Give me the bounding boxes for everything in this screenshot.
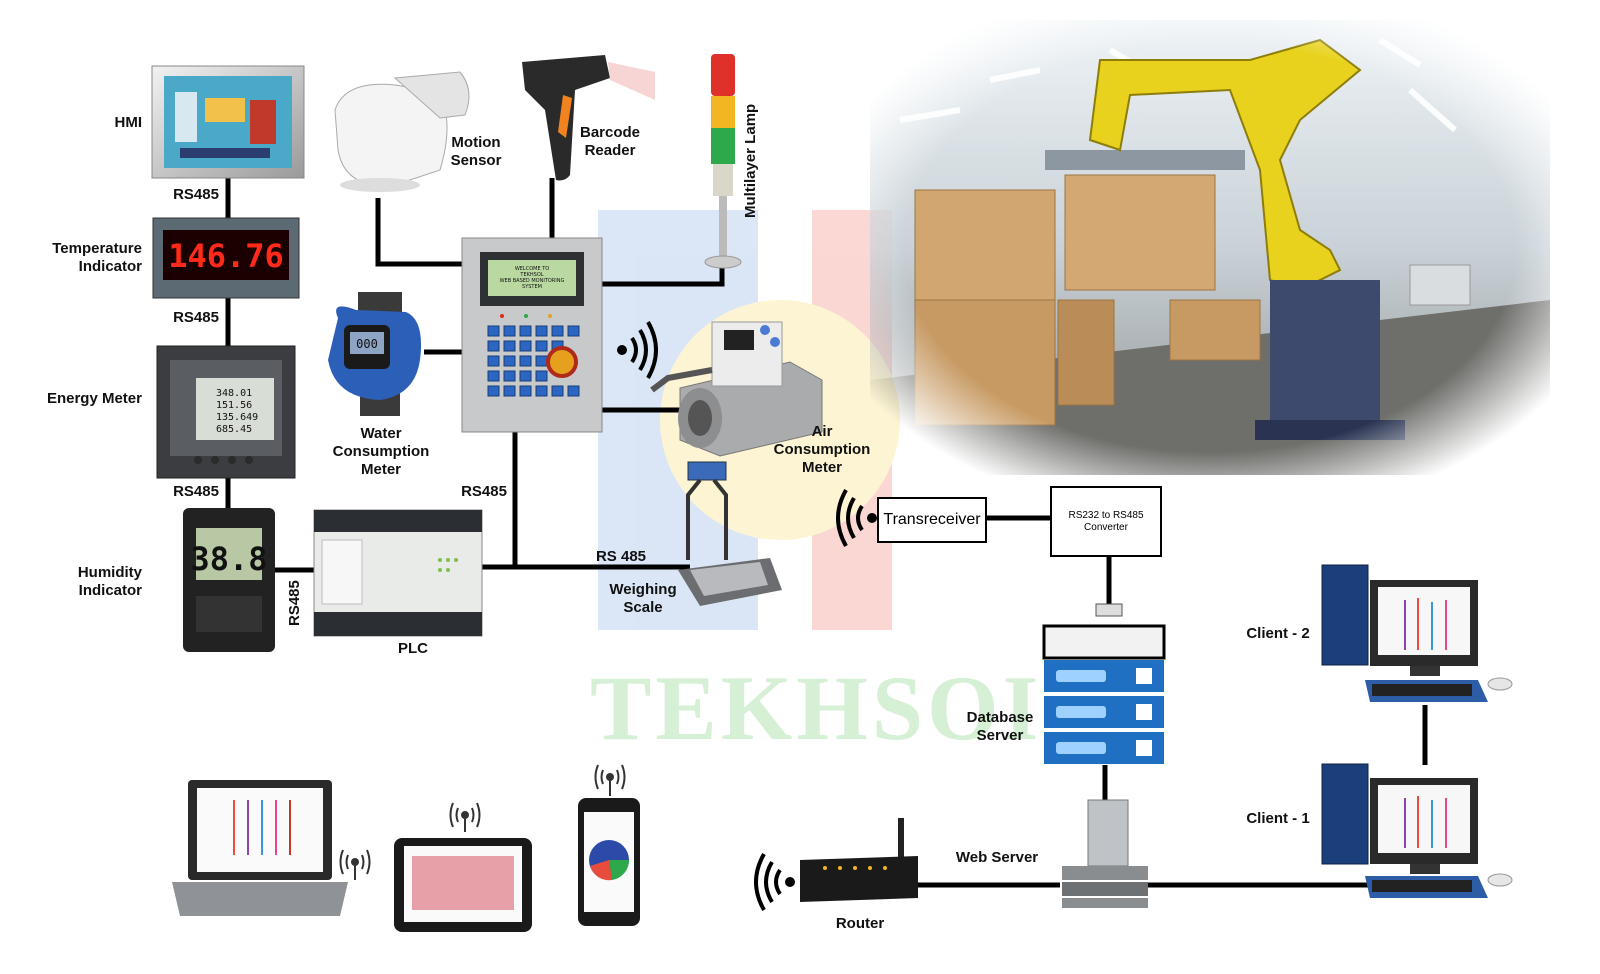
label-rs-485-bus: RS 485	[595, 548, 647, 565]
label-motion-line1: Motion	[451, 134, 501, 151]
mobile-wireless-icons	[339, 764, 626, 880]
label-temperature-line2: Indicator	[78, 258, 142, 275]
plc-device	[313, 509, 483, 637]
router-wireless-icon	[754, 853, 795, 911]
label-water-line1: Water	[360, 425, 402, 442]
label-weighing-line1: Weighing	[609, 581, 677, 598]
converter-line1: RS232 to RS485	[1068, 509, 1144, 521]
humidity-indicator: 38.8	[183, 508, 275, 652]
motion-sensor	[334, 71, 470, 192]
energy-reading-0: 348.01	[216, 388, 252, 399]
air-consumption-meter	[650, 321, 823, 457]
label-rs485-energy: RS485	[173, 483, 219, 500]
label-database-line1: Database	[966, 709, 1034, 726]
watermark-text: TEKHSOI	[590, 657, 1043, 759]
label-humidity-line2: Indicator	[78, 582, 142, 599]
label-web-server: Web Server	[955, 849, 1039, 866]
energy-reading-3: 685.45	[216, 424, 252, 435]
energy-reading-1: 151.56	[216, 400, 252, 411]
temperature-readout: 146.76	[168, 237, 284, 275]
label-barcode-line2: Reader	[584, 142, 636, 159]
controller-screen-line-3: SYSTEM	[522, 284, 542, 290]
label-hmi: HMI	[114, 114, 143, 131]
water-meter-readout: 000	[356, 337, 378, 351]
label-database-line2: Server	[976, 727, 1024, 744]
laptop-device	[172, 780, 348, 916]
hmi-device	[151, 65, 305, 179]
label-router: Router	[835, 915, 885, 932]
router-device	[800, 818, 918, 902]
water-consumption-meter: 000	[328, 292, 422, 416]
label-rs485-temp: RS485	[173, 309, 219, 326]
label-multilayer-lamp: Multilayer Lamp	[742, 103, 759, 218]
label-database-server: Database Server	[962, 709, 1038, 745]
controller-screen-line-2: WEB BASED MONITORING	[500, 278, 565, 284]
label-energy-meter: Energy Meter	[46, 390, 142, 407]
client-2-computer	[1321, 564, 1513, 702]
tablet-device	[394, 838, 532, 932]
label-rs485-plc: RS485	[286, 580, 303, 626]
converter-line2: Converter	[1084, 521, 1128, 533]
database-server	[1042, 603, 1166, 764]
controller-screen-line-0: WELCOME TO	[515, 266, 549, 272]
web-server	[1062, 799, 1148, 908]
label-plc: PLC	[398, 640, 428, 657]
energy-reading-2: 135.649	[216, 412, 258, 423]
label-rs485-hmi: RS485	[173, 186, 219, 203]
label-water-line3: Meter	[360, 461, 401, 478]
label-air-meter: Air Consumption Meter	[770, 423, 874, 477]
transreceiver-wireless-icon	[836, 489, 877, 547]
label-motion-sensor: Motion Sensor	[442, 134, 510, 170]
label-motion-line2: Sensor	[450, 152, 502, 169]
label-barcode-line1: Barcode	[579, 124, 641, 141]
label-air-line3: Meter	[801, 459, 842, 476]
label-client-1: Client - 1	[1246, 810, 1310, 827]
converter-box: RS232 to RS485 Converter	[1050, 486, 1162, 557]
label-weighing-line2: Scale	[623, 599, 663, 616]
humidity-readout: 38.8	[190, 540, 267, 578]
client-1-computer	[1321, 763, 1513, 898]
label-barcode-reader: Barcode Reader	[574, 124, 646, 160]
label-water-meter: Water Consumption Meter	[326, 425, 436, 479]
label-air-line2: Consumption	[773, 441, 871, 458]
wireless-icon	[617, 321, 658, 379]
temperature-indicator: 146.76	[152, 217, 300, 299]
weighing-scale	[678, 461, 782, 606]
label-humidity-line1: Humidity	[77, 564, 142, 581]
barcode-reader	[522, 55, 655, 181]
label-temperature-indicator: Temperature Indicator	[30, 240, 142, 276]
phone-device	[578, 798, 640, 926]
controller-keypad	[487, 325, 580, 397]
multilayer-lamp	[704, 54, 742, 269]
label-rs485-controller: RS485	[461, 483, 507, 500]
transreceiver-box: Transreceiver	[877, 497, 987, 543]
factory-photo	[870, 20, 1550, 475]
label-weighing-scale: Weighing Scale	[604, 581, 682, 617]
label-client-2: Client - 2	[1246, 625, 1310, 642]
label-air-line1: Air	[811, 423, 833, 440]
label-humidity-indicator: Humidity Indicator	[40, 564, 142, 600]
label-water-line2: Consumption	[332, 443, 430, 460]
controller-screen-line-1: TEKHSOL	[519, 272, 543, 278]
transreceiver-label: Transreceiver	[883, 511, 981, 528]
label-temperature-line1: Temperature	[52, 240, 142, 257]
connection-lines	[225, 175, 1428, 888]
